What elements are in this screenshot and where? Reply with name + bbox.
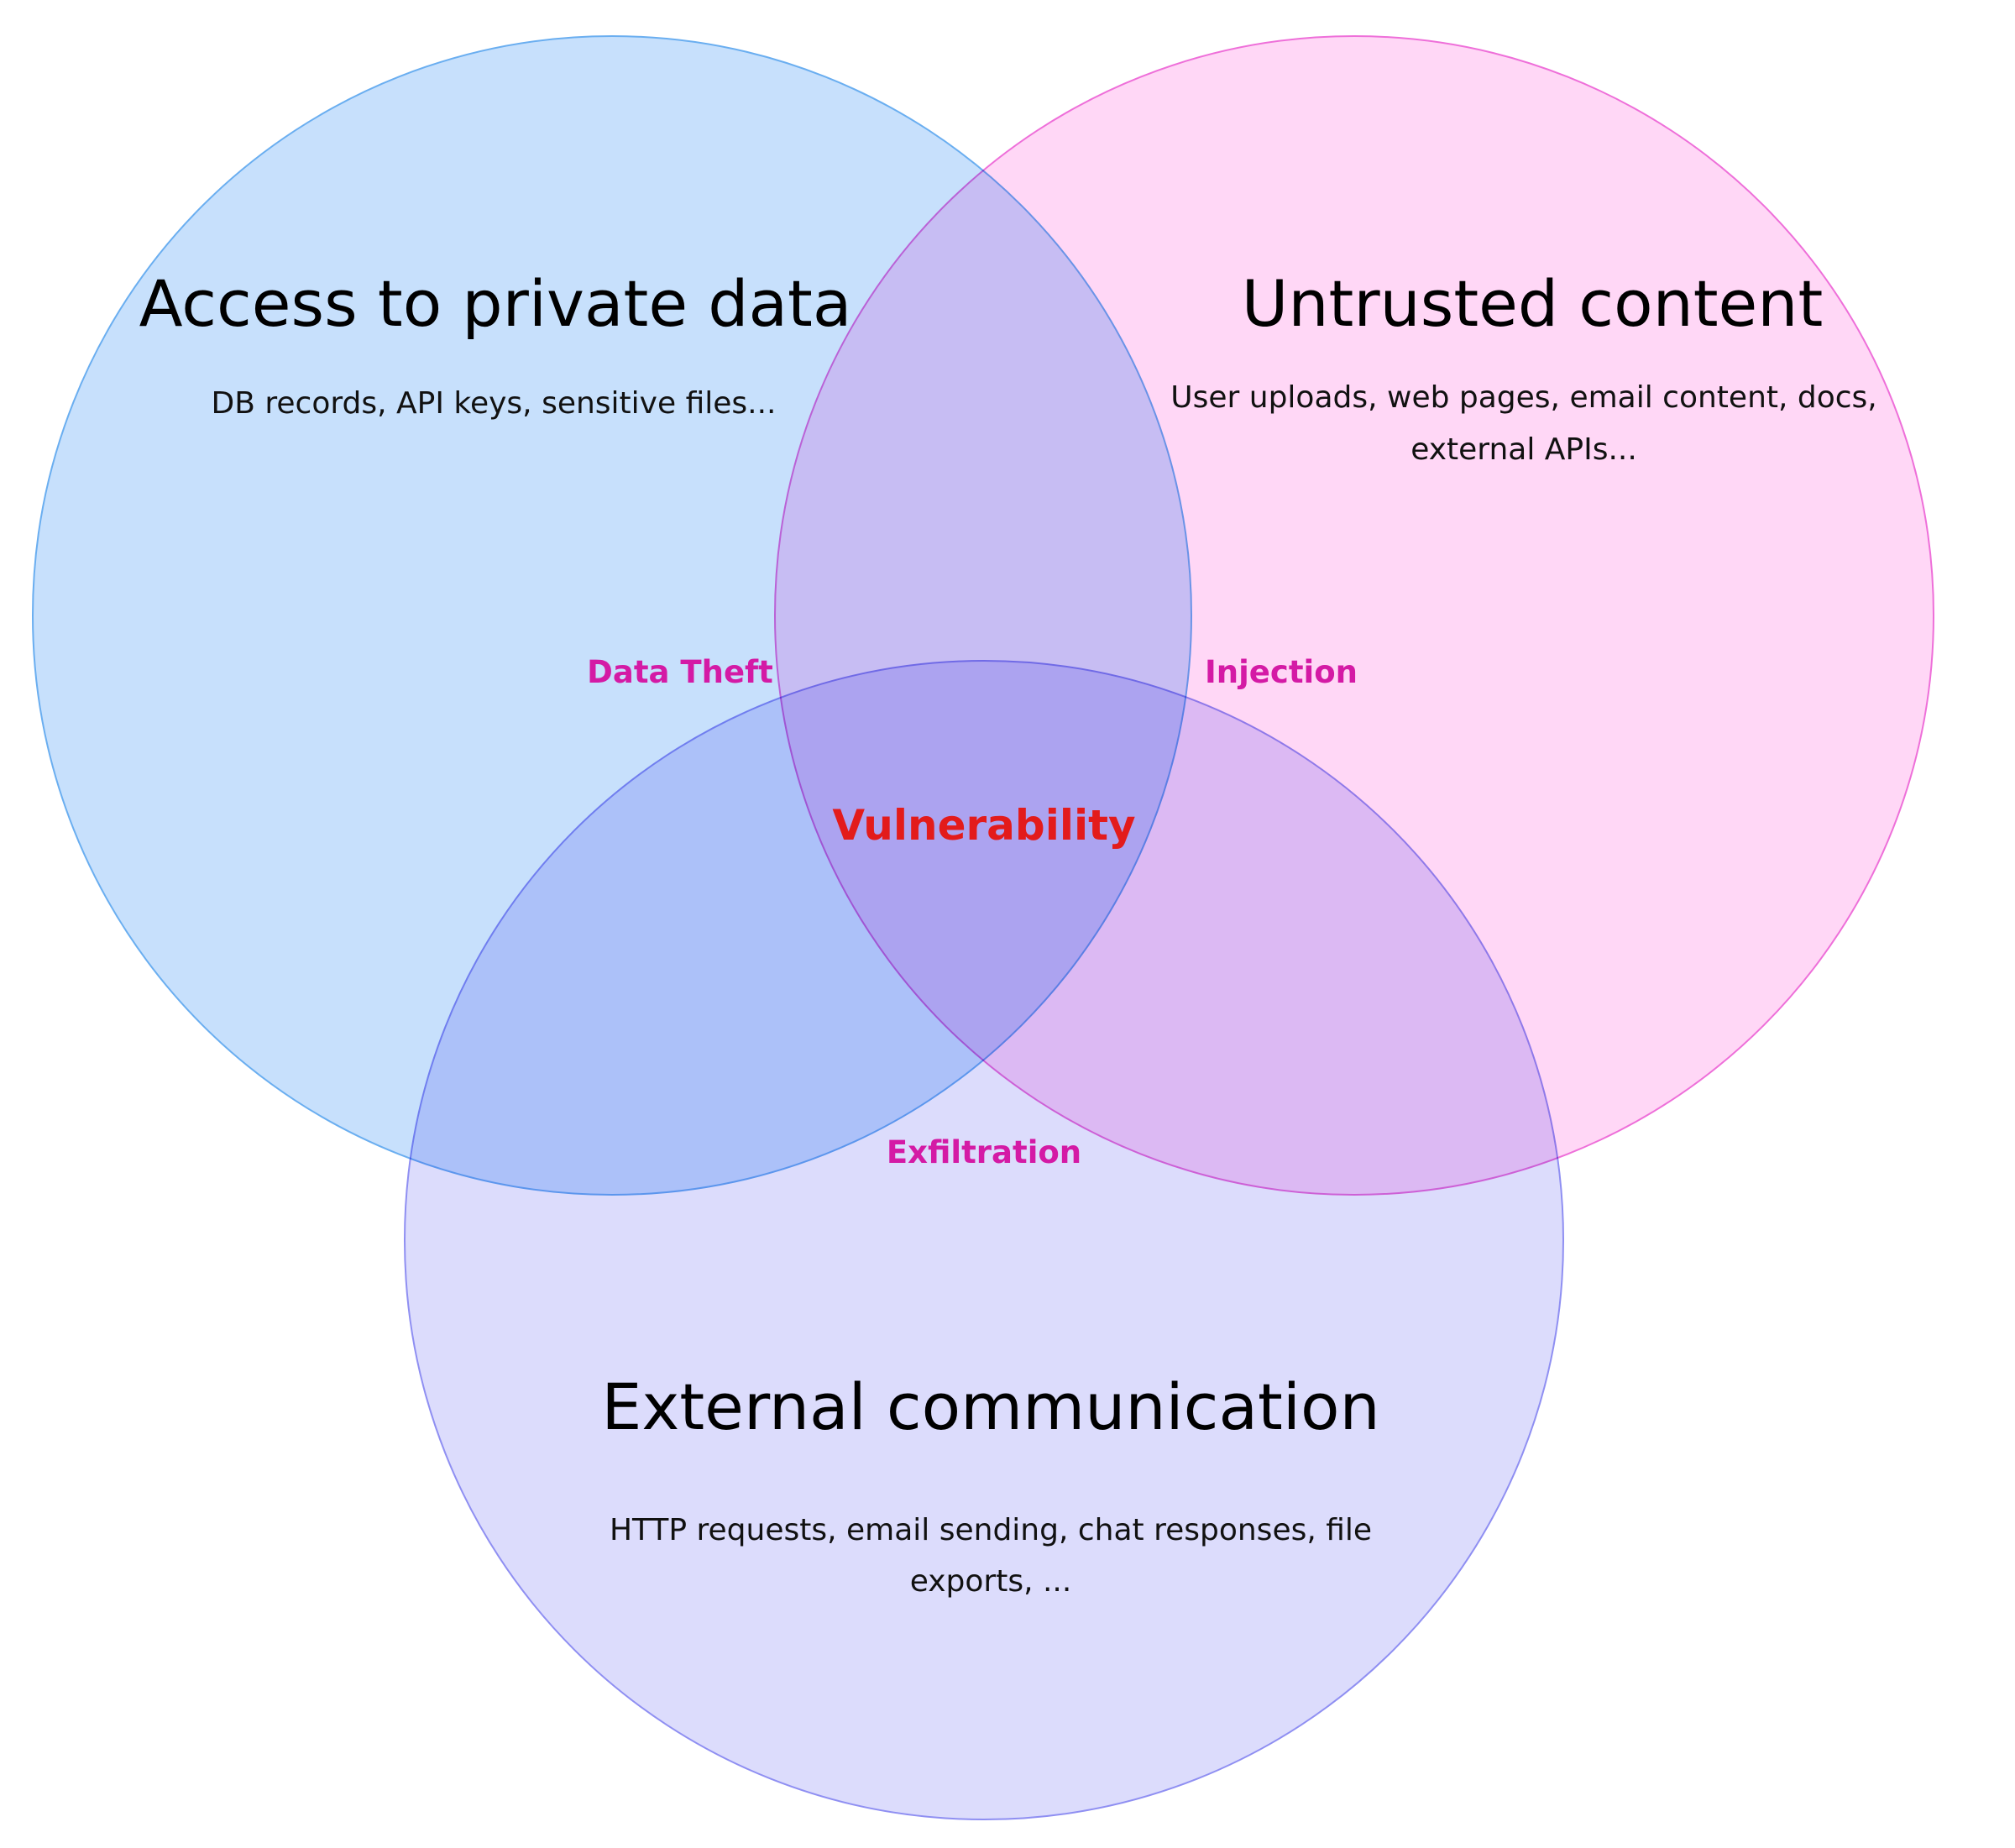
injection-label: Injection <box>1205 654 1358 690</box>
private-data-description-line-1: DB records, API keys, sensitive files... <box>212 386 777 421</box>
external-communication-circle <box>404 660 1564 1820</box>
exfiltration-label: Exfiltration <box>887 1134 1081 1170</box>
private-data-title: Access to private data <box>139 266 852 341</box>
untrusted-content-description-line-1: User uploads, web pages, email content, … <box>1170 380 1877 415</box>
external-communication-description-line-1: HTTP requests, email sending, chat respo… <box>610 1513 1372 1547</box>
untrusted-content-title: Untrusted content <box>1242 266 1824 341</box>
external-communication-description-line-2: exports, ... <box>910 1564 1072 1599</box>
data-theft-label: Data Theft <box>587 654 773 690</box>
vulnerability-label: Vulnerability <box>832 801 1135 850</box>
untrusted-content-description-line-2: external APIs... <box>1410 432 1637 467</box>
external-communication-title: External communication <box>601 1369 1379 1444</box>
